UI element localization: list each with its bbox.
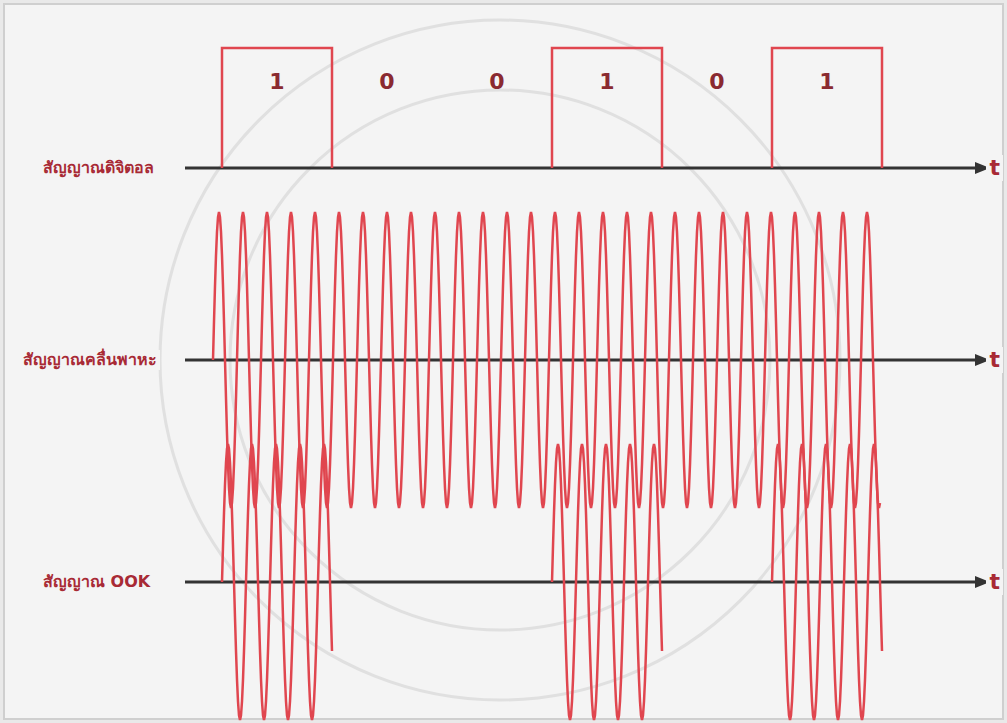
axis-label: t [986, 155, 1003, 181]
signal-name: สัญญาณ OOK [40, 572, 153, 591]
bit-value: 0 [379, 69, 394, 95]
signal-name: สัญญาณคลื่นพาหะ [20, 350, 160, 369]
bit-value: 0 [489, 69, 504, 95]
panel [4, 4, 1003, 719]
bit-value: 1 [819, 69, 834, 95]
ook-burst [222, 444, 332, 720]
bit-value: 0 [709, 69, 724, 95]
signal-name: สัญญาณดิจิตอล [40, 158, 157, 177]
axis-label: t [986, 347, 1003, 373]
ook-burst [772, 444, 882, 720]
digital-pulse [222, 48, 332, 168]
bit-value: 1 [269, 69, 284, 95]
bit-value: 1 [599, 69, 614, 95]
time-axis [185, 167, 975, 170]
axis-label: t [986, 569, 1003, 595]
digital-pulse [552, 48, 662, 168]
digital-pulse [772, 48, 882, 168]
ook-burst [552, 444, 662, 720]
time-axis [185, 359, 975, 362]
